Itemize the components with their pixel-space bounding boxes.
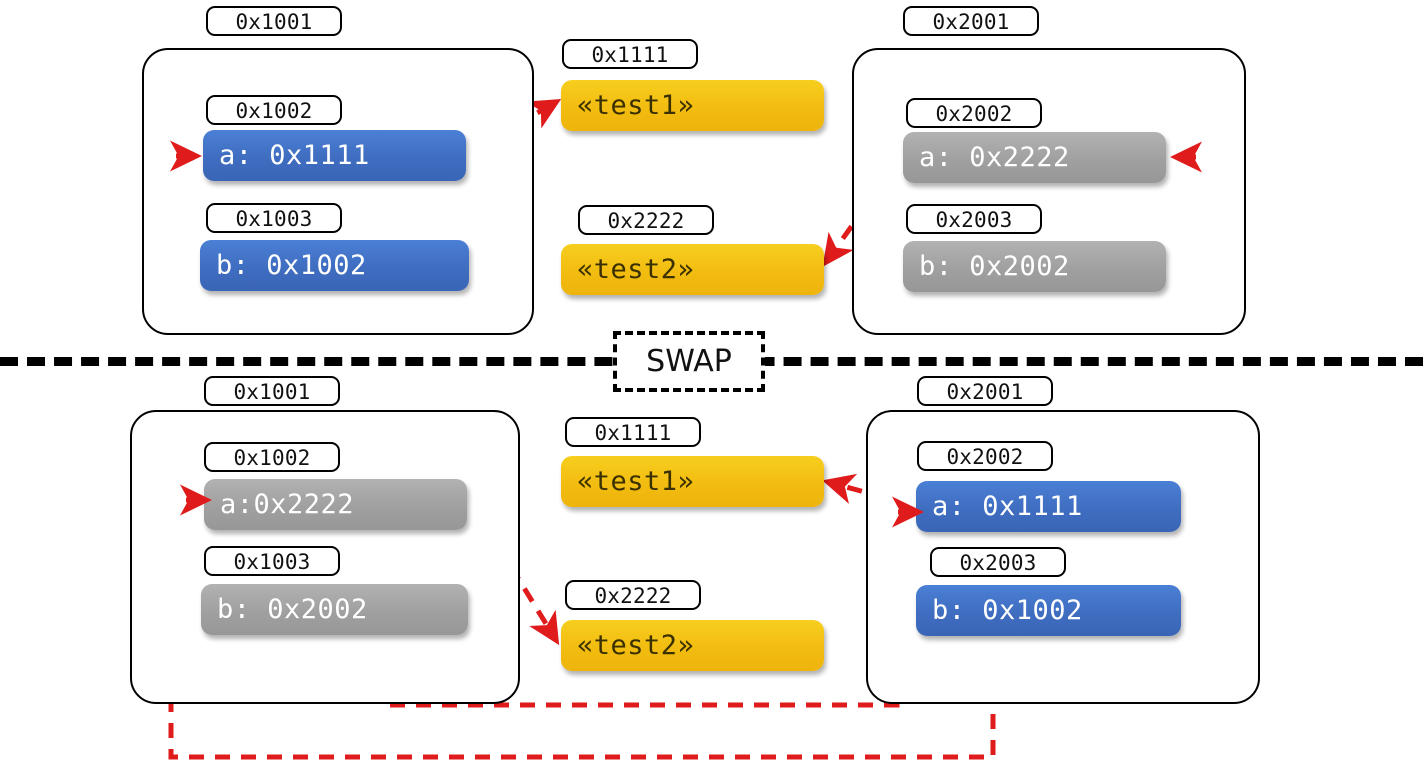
tag-before-right-slot-0: 0x2002 xyxy=(906,98,1042,128)
tag-after-left-frame: 0x1001 xyxy=(204,376,340,406)
frame-before-left xyxy=(142,48,534,335)
cell-before-heap-1: «test2» xyxy=(561,244,824,295)
tag-after-right-slot-1: 0x2003 xyxy=(930,547,1066,577)
swap-label: SWAP xyxy=(613,331,765,392)
cell-before-left-slot-1: b: 0x1002 xyxy=(200,240,469,291)
tag-before-left-slot-1: 0x1003 xyxy=(206,203,342,233)
cell-after-right-slot-0: a: 0x1111 xyxy=(916,481,1181,532)
cell-after-left-slot-1: b: 0x2002 xyxy=(201,584,468,635)
cell-after-right-slot-1: b: 0x1002 xyxy=(916,585,1181,636)
tag-after-left-slot-1: 0x1003 xyxy=(204,546,340,576)
tag-after-right-slot-0: 0x2002 xyxy=(917,441,1053,471)
tag-after-right-frame: 0x2001 xyxy=(917,376,1053,406)
tag-before-right-frame: 0x2001 xyxy=(903,6,1039,36)
cell-before-right-slot-0: a: 0x2222 xyxy=(903,132,1166,183)
cell-before-heap-0: «test1» xyxy=(561,80,824,131)
tag-after-left-slot-0: 0x1002 xyxy=(204,442,340,472)
cell-before-left-slot-0: a: 0x1111 xyxy=(203,130,466,181)
cell-before-right-slot-1: b: 0x2002 xyxy=(903,241,1166,292)
tag-before-heap-0: 0x1111 xyxy=(562,39,698,69)
cell-after-heap-0: «test1» xyxy=(561,456,824,507)
tag-before-heap-1: 0x2222 xyxy=(578,205,714,235)
cell-after-heap-1: «test2» xyxy=(561,620,824,671)
tag-before-left-slot-0: 0x1002 xyxy=(206,95,342,125)
tag-after-heap-0: 0x1111 xyxy=(565,417,701,447)
tag-before-left-frame: 0x1001 xyxy=(206,6,342,36)
cell-after-left-slot-0: a:0x2222 xyxy=(204,479,467,530)
tag-after-heap-1: 0x2222 xyxy=(565,580,701,610)
tag-before-right-slot-1: 0x2003 xyxy=(906,204,1042,234)
